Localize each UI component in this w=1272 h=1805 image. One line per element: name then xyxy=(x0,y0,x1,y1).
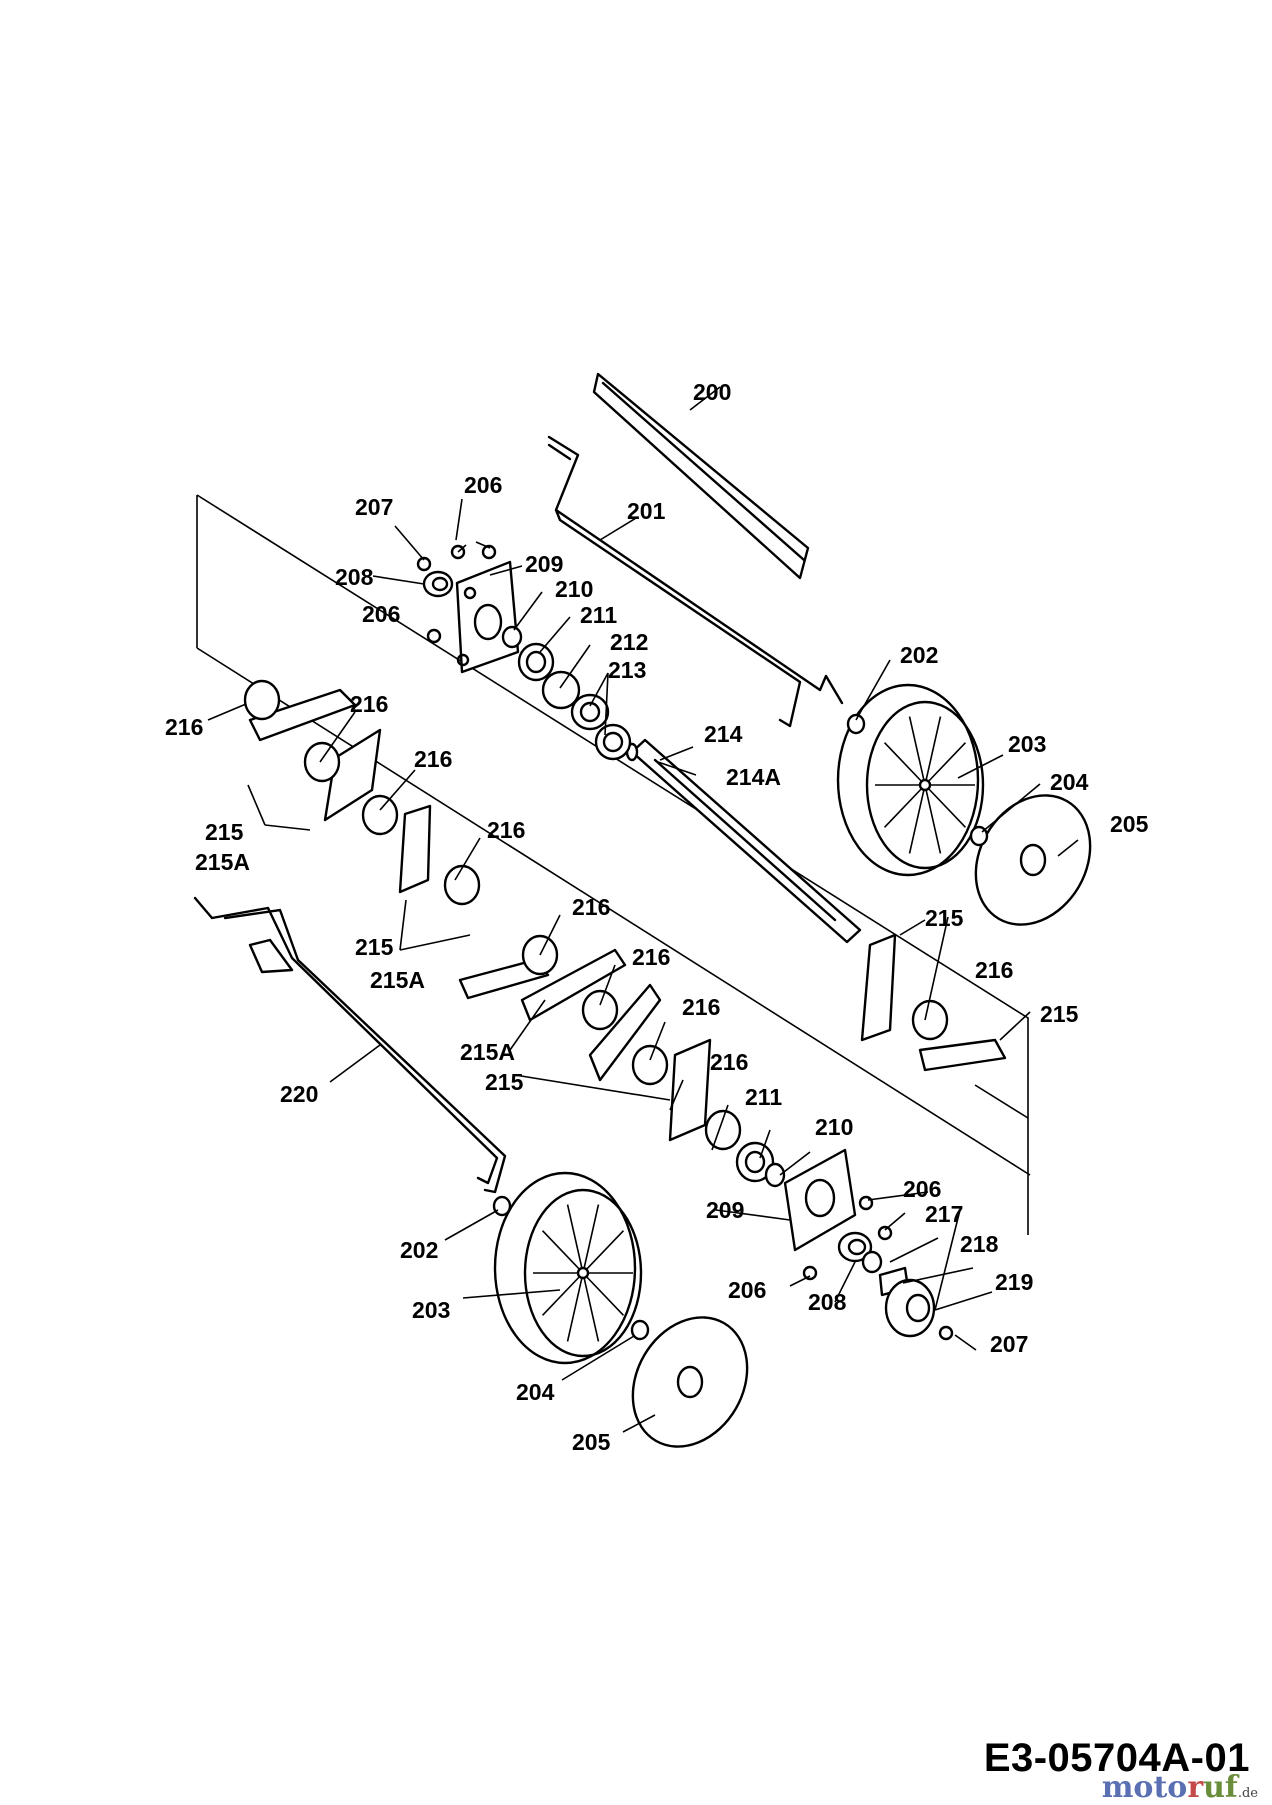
drive-parts-217-219 xyxy=(861,1250,936,1338)
callout-216: 216 xyxy=(710,1049,748,1075)
screws-206-lower xyxy=(802,1195,954,1341)
bearing-208-lower xyxy=(837,1231,873,1263)
callout-209: 209 xyxy=(706,1197,744,1223)
handle-rod-220 xyxy=(193,896,507,1194)
callout-208: 208 xyxy=(335,564,374,590)
callout-216: 216 xyxy=(165,714,203,740)
callout-215: 215 xyxy=(485,1069,524,1095)
callout-214: 214 xyxy=(704,721,743,747)
callout-213: 213 xyxy=(608,657,646,683)
callout-205: 205 xyxy=(1110,811,1149,837)
callout-210: 210 xyxy=(815,1114,853,1140)
leader-lines xyxy=(207,386,1079,1433)
wheel-spoke xyxy=(566,1204,584,1274)
callout-214A: 214A xyxy=(726,764,781,790)
wheel-spoke xyxy=(924,784,967,828)
wheel-spoke xyxy=(541,1272,584,1316)
callout-215: 215 xyxy=(355,934,394,960)
callout-206: 206 xyxy=(464,472,502,498)
drawing-code: E3-05704A-01 xyxy=(983,1736,1250,1780)
wheel-spoke xyxy=(566,1272,584,1342)
wheel-spoke xyxy=(582,1204,600,1274)
washers-lower xyxy=(735,1141,786,1188)
callout-201: 201 xyxy=(627,498,666,524)
wheel-spoke xyxy=(883,742,926,786)
wheel-spoke xyxy=(924,784,942,854)
callout-210: 210 xyxy=(555,576,593,602)
callout-216: 216 xyxy=(572,894,610,920)
wheel-spoke xyxy=(582,1230,625,1274)
callout-labels: 200 201 206 207 208 209 206 210 211 212 … xyxy=(165,379,1149,1455)
reel-blades-upper xyxy=(243,679,550,1000)
callout-203: 203 xyxy=(1008,731,1046,757)
wheel-spoke xyxy=(924,716,942,786)
callout-216: 216 xyxy=(414,746,452,772)
callout-206: 206 xyxy=(728,1277,766,1303)
callout-215A: 215A xyxy=(195,849,250,875)
reel-frame-outline xyxy=(196,494,1031,1235)
callout-207: 207 xyxy=(355,494,393,520)
wheel-spoke xyxy=(924,742,967,786)
callout-205: 205 xyxy=(572,1429,611,1455)
callout-215A: 215A xyxy=(370,967,425,993)
side-plate-209-upper xyxy=(455,560,520,674)
watermark-logo: motoruf.de xyxy=(1101,1770,1258,1805)
roller-bar-200 xyxy=(592,372,810,580)
wheel-spoke xyxy=(908,716,926,786)
callout-211: 211 xyxy=(580,602,617,628)
side-plate-209-lower xyxy=(783,1148,857,1252)
callout-216: 216 xyxy=(487,817,525,843)
callout-208: 208 xyxy=(808,1289,847,1315)
callout-206: 206 xyxy=(903,1176,941,1202)
callout-215A: 215A xyxy=(460,1039,515,1065)
callout-207: 207 xyxy=(990,1331,1028,1357)
wheel-203-upper xyxy=(836,683,985,877)
callout-216: 216 xyxy=(975,957,1013,983)
callout-204: 204 xyxy=(516,1379,555,1405)
callout-215: 215 xyxy=(205,819,244,845)
callout-200: 200 xyxy=(693,379,731,405)
callout-216: 216 xyxy=(350,691,388,717)
callout-211: 211 xyxy=(745,1084,782,1110)
callout-212: 212 xyxy=(610,629,648,655)
callout-202: 202 xyxy=(400,1237,438,1263)
callout-218: 218 xyxy=(960,1231,999,1257)
callout-203: 203 xyxy=(412,1297,450,1323)
wheel-spoke xyxy=(582,1272,600,1342)
callout-217: 217 xyxy=(925,1201,963,1227)
callout-215: 215 xyxy=(925,905,964,931)
callout-206: 206 xyxy=(362,601,400,627)
handle-rod-201 xyxy=(547,435,844,728)
wheel-spoke xyxy=(582,1272,625,1316)
callout-204: 204 xyxy=(1050,769,1089,795)
wheel-spoke xyxy=(883,784,926,828)
wheel-203-lower xyxy=(493,1171,643,1365)
hubcaps-205 xyxy=(631,794,1092,1448)
callout-220: 220 xyxy=(280,1081,318,1107)
wheel-spoke xyxy=(908,784,926,854)
callout-216: 216 xyxy=(632,944,670,970)
callout-215: 215 xyxy=(1040,1001,1079,1027)
washers-210-213-upper xyxy=(501,625,632,761)
callout-202: 202 xyxy=(900,642,938,668)
callout-216: 216 xyxy=(682,994,720,1020)
reel-blades-lower xyxy=(520,933,1007,1151)
wheel-spoke xyxy=(541,1230,584,1274)
callout-219: 219 xyxy=(995,1269,1033,1295)
bearing-208-upper xyxy=(422,570,454,598)
callout-209: 209 xyxy=(525,551,563,577)
